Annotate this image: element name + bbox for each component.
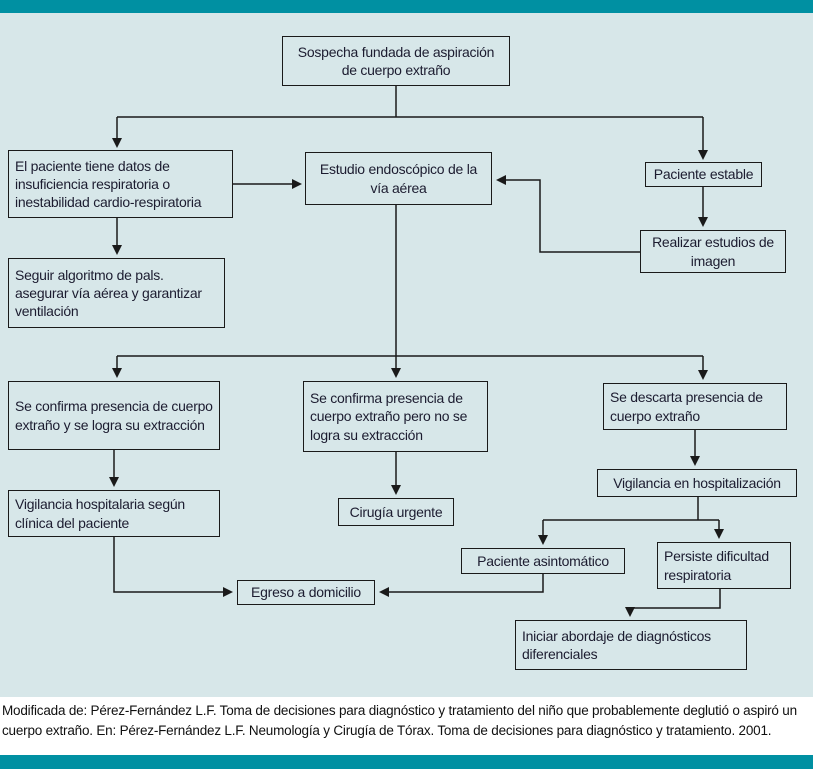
node-label: Iniciar abordaje de diagnósticos diferen… [522,627,711,662]
node-cirugia-urgente: Cirugía urgente [338,498,454,526]
node-label: Cirugía urgente [349,503,443,520]
node-vigilancia-hospitalizacion: Vigilancia en hospitalización [597,469,797,497]
node-label: Persiste dificultad respiratoria [664,548,769,583]
node-label: Estudio endoscópico de la vía aérea [319,161,478,196]
node-label: Realizar estudios de imagen [652,234,774,269]
node-paciente-estable: Paciente estable [645,162,762,187]
node-label: Paciente estable [653,166,754,183]
node-label: Vigilancia hospitalaria según clínica de… [15,496,185,531]
node-estudio-endoscopico: Estudio endoscópico de la vía aérea [305,152,492,205]
node-label: Se confirma presencia de cuerpo extraño … [15,398,213,433]
node-label: Paciente asintomático [477,552,609,569]
node-estudios-imagen: Realizar estudios de imagen [640,230,786,273]
node-label: Egreso a domicilio [251,584,361,601]
node-descarta-presencia: Se descarta presencia de cuerpo extraño [603,383,787,430]
bottom-accent-bar [0,755,813,769]
node-paciente-asintomatico: Paciente asintomático [461,548,625,574]
node-persiste-dificultad: Persiste dificultad respiratoria [657,542,791,589]
node-vigilancia-hospitalaria: Vigilancia hospitalaria según clínica de… [8,490,220,537]
node-label: El paciente tiene datos de insuficiencia… [15,157,202,211]
node-label: Se confirma presencia de cuerpo extraño … [310,390,468,443]
node-insuficiencia-respiratoria: El paciente tiene datos de insuficiencia… [8,150,233,218]
node-confirma-no-extraccion: Se confirma presencia de cuerpo extraño … [303,381,488,452]
node-label: Seguir algoritmo de pals. asegurar vía a… [15,266,202,320]
node-egreso-domicilio: Egreso a domicilio [237,580,375,605]
node-algoritmo-pals: Seguir algoritmo de pals. asegurar vía a… [8,258,225,328]
node-sospecha-aspiracion: Sospecha fundada de aspiración de cuerpo… [282,36,510,86]
figure-source-caption: Modificada de: Pérez-Fernández L.F. Toma… [2,703,797,739]
node-diagnosticos-diferenciales: Iniciar abordaje de diagnósticos diferen… [515,620,747,670]
node-confirma-extraccion: Se confirma presencia de cuerpo extraño … [8,381,220,450]
node-label: Se descarta presencia de cuerpo extraño [610,389,763,424]
top-accent-bar [0,0,813,13]
node-label: Sospecha fundada de aspiración de cuerpo… [297,43,495,78]
node-label: Vigilancia en hospitalización [613,474,781,491]
